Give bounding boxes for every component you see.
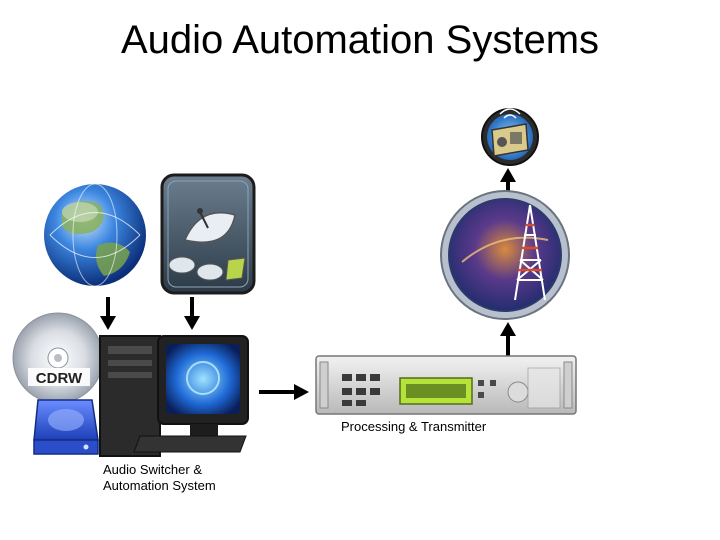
arrow-processor-to-tower xyxy=(500,322,516,356)
switcher-caption-line1: Audio Switcher & xyxy=(103,462,202,477)
cd-label: CDRW xyxy=(36,370,83,387)
arrow-computer-to-processor xyxy=(259,384,309,400)
arrow-globe-to-computer xyxy=(100,297,116,330)
radio-icon xyxy=(481,108,539,166)
arrow-satellite-to-computer xyxy=(184,297,200,330)
page-title: Audio Automation Systems xyxy=(120,18,600,62)
satellite-dish-icon xyxy=(160,173,256,295)
audio-processor-icon xyxy=(315,355,577,415)
hard-drive-icon xyxy=(33,399,99,455)
globe-icon xyxy=(44,183,146,287)
switcher-caption-line2: Automation System xyxy=(103,478,216,493)
transmitter-tower-icon xyxy=(440,190,570,320)
cdrw-disc-icon: CDRW xyxy=(12,312,104,404)
switcher-caption: Audio Switcher & Automation System xyxy=(103,462,216,494)
computer-icon xyxy=(99,335,249,457)
processing-caption: Processing & Transmitter xyxy=(341,419,487,434)
